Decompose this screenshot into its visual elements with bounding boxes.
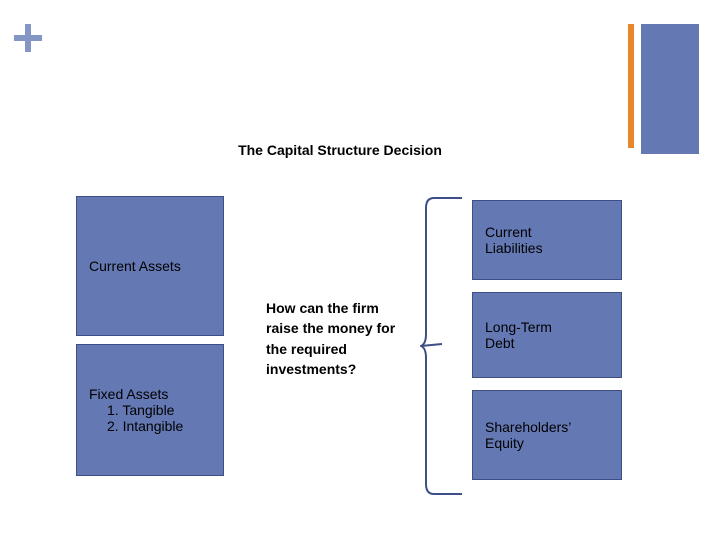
page-title: The Capital Structure Decision xyxy=(238,142,442,158)
question-text: How can the firm raise the money for the… xyxy=(266,300,396,377)
shareholders-equity-line-2: Equity xyxy=(485,435,524,451)
box-current-assets: Current Assets xyxy=(76,196,224,336)
box-fixed-assets: Fixed Assets 1. Tangible 2. Intangible xyxy=(76,344,224,476)
orange-accent-bar xyxy=(628,24,634,148)
long-term-debt-line-2: Debt xyxy=(485,335,515,351)
box-shareholders-equity-text: Shareholders’ Equity xyxy=(473,419,583,451)
box-current-assets-text: Current Assets xyxy=(77,258,193,274)
shareholders-equity-line-1: Shareholders’ xyxy=(485,419,572,435)
plus-icon xyxy=(14,24,42,52)
fixed-assets-line-3: 2. Intangible xyxy=(107,418,184,434)
fixed-assets-line-2: 1. Tangible xyxy=(107,402,175,418)
box-long-term-debt: Long-Term Debt xyxy=(472,292,622,378)
box-shareholders-equity: Shareholders’ Equity xyxy=(472,390,622,480)
current-assets-line-1: Current Assets xyxy=(89,258,181,274)
box-fixed-assets-text: Fixed Assets 1. Tangible 2. Intangible xyxy=(77,386,195,434)
plus-icon-vertical-bar xyxy=(25,24,31,52)
blue-corner-block xyxy=(641,24,699,154)
fixed-assets-line-1: Fixed Assets xyxy=(89,386,169,402)
current-liabilities-line-1: Current xyxy=(485,224,532,240)
curly-brace-icon xyxy=(420,196,464,496)
current-liabilities-line-2: Liabilities xyxy=(485,240,543,256)
long-term-debt-line-1: Long-Term xyxy=(485,319,552,335)
box-current-liabilities: Current Liabilities xyxy=(472,200,622,280)
box-long-term-debt-text: Long-Term Debt xyxy=(473,319,564,351)
box-current-liabilities-text: Current Liabilities xyxy=(473,224,555,256)
